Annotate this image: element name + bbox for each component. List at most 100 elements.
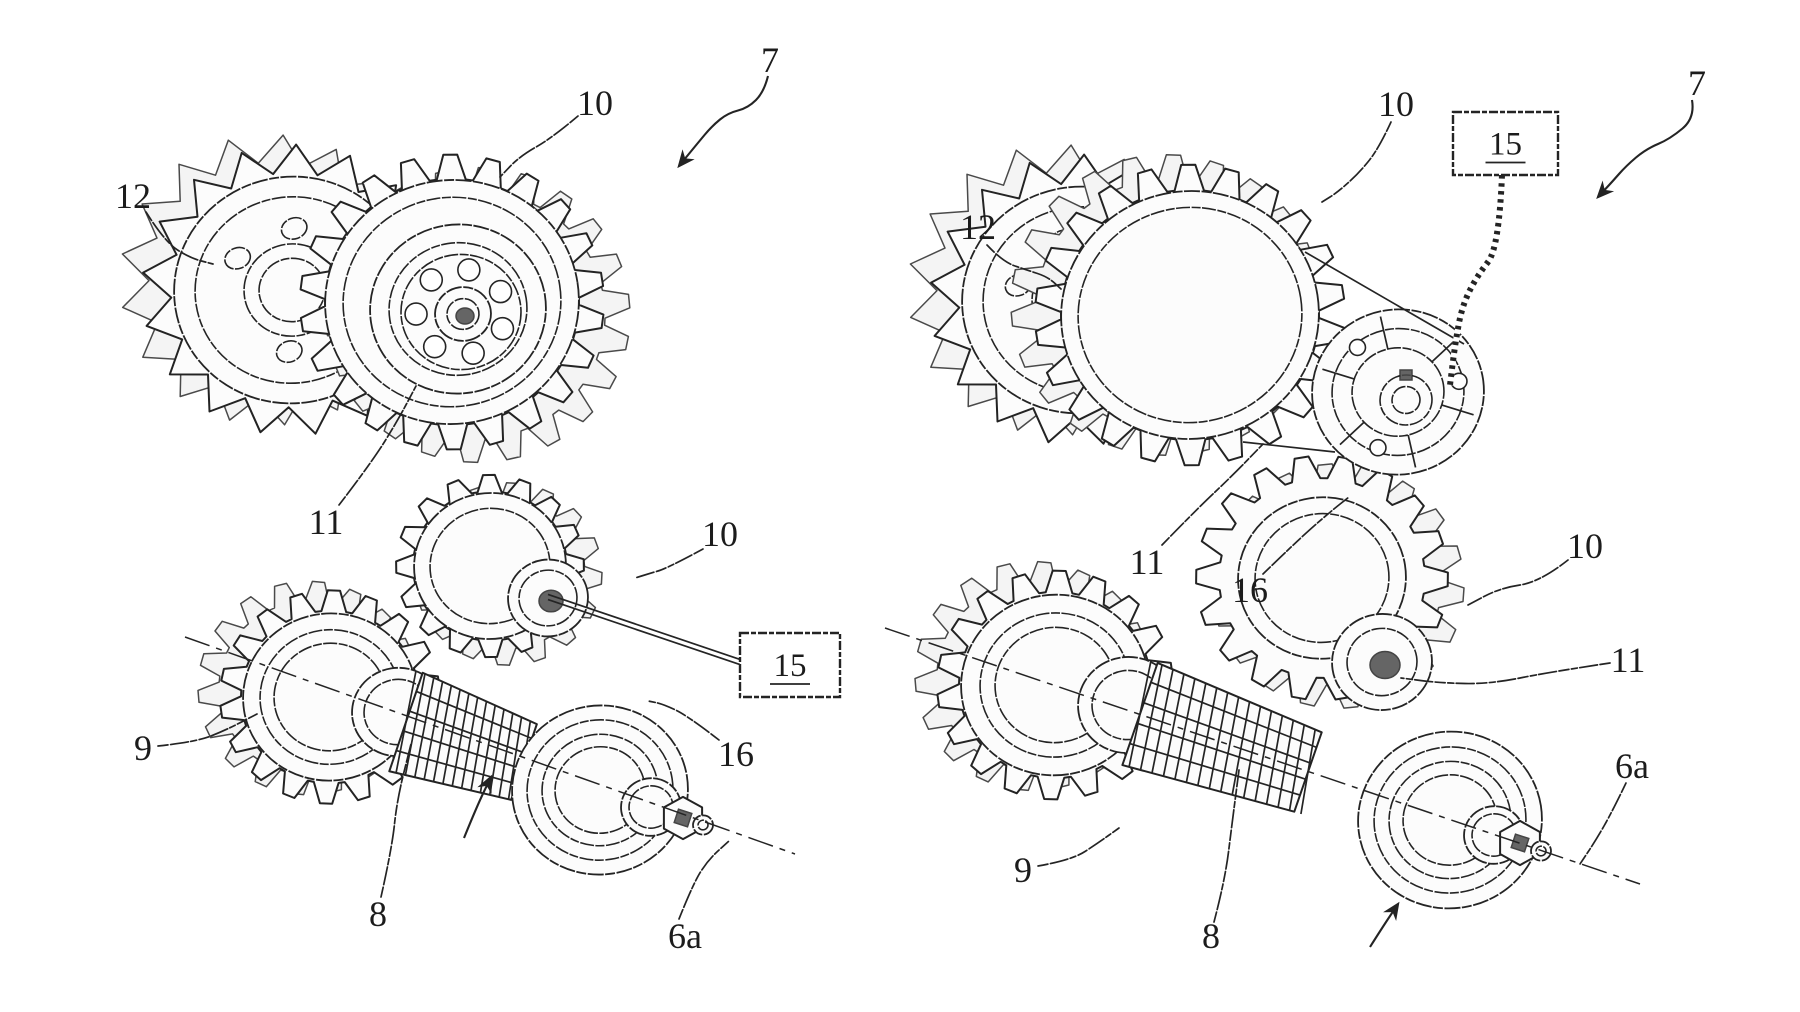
leader-line-10 [634, 548, 704, 579]
bearing-ball [404, 302, 428, 326]
ref-label-9-right-assembly: 9 [1014, 850, 1032, 890]
ref-label-11-right-assembly: 11 [1130, 542, 1165, 582]
gear-10-big-right-ring [1077, 206, 1303, 424]
splined-shaft-8-right-hatch [1265, 715, 1284, 805]
actuator-rod [547, 598, 741, 666]
splined-shaft-8-left-ridge [416, 690, 533, 740]
splined-shaft-8-right-hatch [1208, 692, 1229, 790]
splined-shaft-8-right-ridge [1143, 701, 1312, 765]
splined-shaft-8-left-hatch [507, 717, 523, 801]
leader-line-8 [1213, 769, 1240, 923]
bearing-outer-race [400, 253, 522, 371]
leader-line-10 [499, 115, 579, 178]
leader-line-16 [647, 700, 720, 741]
gear-10-small-hub-ring [1346, 627, 1418, 697]
ref-label-11-left-assembly: 11 [309, 502, 344, 542]
leader-line-6a [1579, 782, 1627, 865]
hub-spoke [1379, 316, 1389, 350]
gear-10-small-hub-ring [518, 569, 578, 627]
leader-line-7 [677, 75, 770, 169]
splined-shaft-8-left-ridge [402, 730, 522, 770]
hub-bolt [1369, 438, 1387, 457]
splined-shaft-8-left-hatch [441, 690, 461, 785]
control-box-15 [738, 631, 842, 699]
splined-shaft-8-right-hatch [1254, 711, 1273, 802]
leader-line-11 [338, 385, 417, 506]
ref-label-10-right-assembly: 10 [1567, 526, 1603, 566]
bore-keyway [1399, 369, 1413, 381]
splined-shaft-8-right-hatch [1162, 674, 1185, 777]
leader-line-11 [1161, 443, 1264, 546]
leader-line-10 [1321, 121, 1392, 203]
splined-shaft-8-left-ridge [409, 710, 528, 755]
ref-label-10-left-assembly: 10 [577, 83, 613, 123]
gear-10-big-left-ring [342, 196, 562, 408]
bore-center [455, 307, 475, 325]
sprocket-hole [275, 340, 303, 364]
splined-shaft-8-left-hatch [432, 686, 453, 783]
ref-label-6a-right-assembly: 6a [1615, 746, 1649, 786]
shaft-end-6a-left-nut-socket [673, 808, 693, 828]
gear-10-big-bore-ring [1391, 385, 1421, 415]
hub-cone-line [1242, 441, 1336, 453]
control-box-15-label: 15 [1489, 127, 1522, 163]
leader-line-6a [678, 840, 730, 920]
gear-10-big-face-ring [388, 241, 528, 377]
splined-shaft-8-right-hatch [1300, 729, 1316, 815]
right-assembly-art [909, 144, 1552, 910]
hub-spoke [1322, 368, 1355, 380]
shaft-end-6a-left-ring [526, 719, 674, 861]
leader-line-11 [1400, 662, 1611, 685]
leader-line-9 [157, 713, 258, 747]
bearing-ball [457, 258, 481, 282]
ref-label-10-left-assembly: 10 [702, 514, 738, 554]
bearing-ball [488, 279, 513, 304]
bearing-ball [461, 341, 485, 365]
splined-shaft-8-left-hatch [451, 694, 470, 787]
gear-10-big-face-ring [1351, 346, 1445, 438]
ref-label-8-right-assembly: 8 [1202, 916, 1220, 956]
bearing-ball [419, 268, 444, 292]
rotation-direction-arrow [463, 774, 493, 839]
splined-shaft-8-left-hatch [498, 713, 514, 798]
bearing-ball [422, 334, 447, 359]
axis-centerline [884, 627, 1641, 885]
shaft-end-6a-left-tip-ring [697, 819, 709, 831]
gear-10-small-right-ring [1254, 512, 1390, 644]
splined-shaft-8-left-ridge [396, 749, 517, 785]
splined-shaft-8-left-hatch [395, 670, 417, 774]
hub-spoke [1441, 404, 1474, 416]
hub-spoke [1431, 338, 1457, 363]
rotation-direction-arrow [1369, 901, 1400, 948]
axis-centerline [184, 636, 796, 855]
leader-line-16 [1262, 496, 1350, 575]
actuator-rod [547, 593, 741, 661]
leader-line-10 [1467, 559, 1569, 606]
ref-label-10-right-assembly: 10 [1378, 84, 1414, 124]
leader-line-12 [986, 244, 1062, 290]
leader-line-12 [145, 211, 214, 265]
splined-shaft-8-right-ridge [1150, 681, 1317, 749]
gear-10-small-bore [1369, 650, 1401, 680]
shaft-end-6a-right-tip-ring [1535, 845, 1547, 857]
ref-label-9-left-assembly: 9 [134, 728, 152, 768]
ref-label-6a-left-assembly: 6a [668, 916, 702, 956]
splined-shaft-8-right-ridge [1136, 722, 1306, 780]
leader-line-9 [1037, 827, 1120, 867]
left-assembly-art [121, 134, 714, 876]
hub-bolt [1348, 338, 1367, 357]
splined-shaft-8-left-hatch [460, 698, 479, 790]
splined-shaft-8-right-hatch [1174, 678, 1196, 780]
ref-label-7-right-assembly: 7 [1688, 63, 1706, 103]
ref-label-8-left-assembly: 8 [369, 894, 387, 934]
ref-label-11-right-assembly: 11 [1611, 640, 1646, 680]
splined-shaft-8-left-hatch [404, 674, 426, 776]
gear-10-big-bore-ring [446, 297, 480, 331]
gear-10-big-right-ring [1060, 190, 1320, 440]
splined-shaft-8-right-ridge [1129, 742, 1301, 796]
shaft-end-6a-right-ring [1357, 730, 1543, 910]
